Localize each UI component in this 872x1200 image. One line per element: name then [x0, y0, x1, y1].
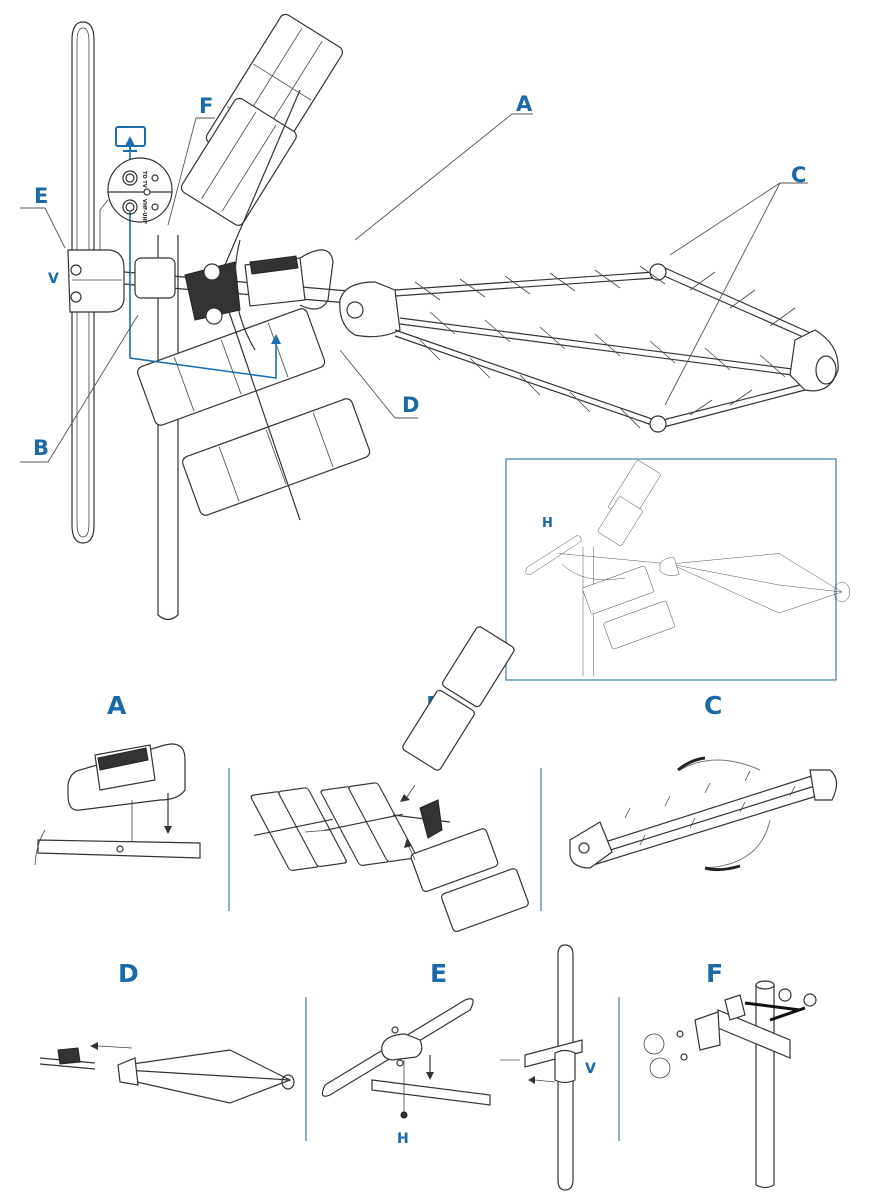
output-port-label: TO TV	[141, 171, 147, 188]
polarization-v-label: V	[48, 271, 59, 287]
step-e-label: E	[430, 959, 447, 988]
callout-d: D	[402, 393, 419, 417]
step-e-h-label: H	[397, 1131, 409, 1147]
step-b: B	[250, 626, 529, 933]
callout-leaders	[20, 113, 808, 463]
step-f: F	[643, 959, 817, 1189]
yagi-director-array	[339, 263, 839, 433]
mast-bracket	[134, 257, 176, 299]
balun-e	[67, 249, 125, 313]
step-c: C	[569, 691, 838, 872]
callout-b: B	[33, 436, 49, 460]
step-dividers	[228, 768, 620, 1141]
step-a: A	[34, 691, 201, 866]
callout-c: C	[791, 163, 806, 187]
callout-e: E	[34, 184, 48, 208]
step-e: E H V	[321, 944, 596, 1191]
reflector-lower	[137, 299, 371, 521]
input-port-label: VHF-UHF	[141, 199, 147, 224]
callout-a: A	[516, 92, 533, 116]
step-c-label: C	[704, 691, 722, 720]
step-f-label: F	[706, 959, 723, 988]
coax-cable-route	[125, 136, 281, 379]
step-d-label: D	[118, 959, 139, 988]
inset-frame	[505, 458, 837, 681]
amplifier-block	[244, 249, 334, 310]
step-d: D	[39, 959, 295, 1104]
callout-f: F	[199, 94, 213, 118]
reflector-upper	[180, 13, 344, 266]
tv-monitor-icon	[115, 126, 146, 152]
step-a-label: A	[107, 691, 127, 720]
reflector-hub	[184, 239, 256, 351]
inset-h-label: H	[542, 516, 553, 531]
main-view: TO TV VHF-UHF	[20, 13, 839, 621]
connector-detail: TO TV VHF-UHF	[99, 157, 173, 250]
director-elements	[414, 265, 796, 429]
vhf-dipole-vertical	[71, 21, 95, 544]
step-e-v-label: V	[585, 1061, 596, 1077]
inset-view: H	[505, 458, 850, 681]
